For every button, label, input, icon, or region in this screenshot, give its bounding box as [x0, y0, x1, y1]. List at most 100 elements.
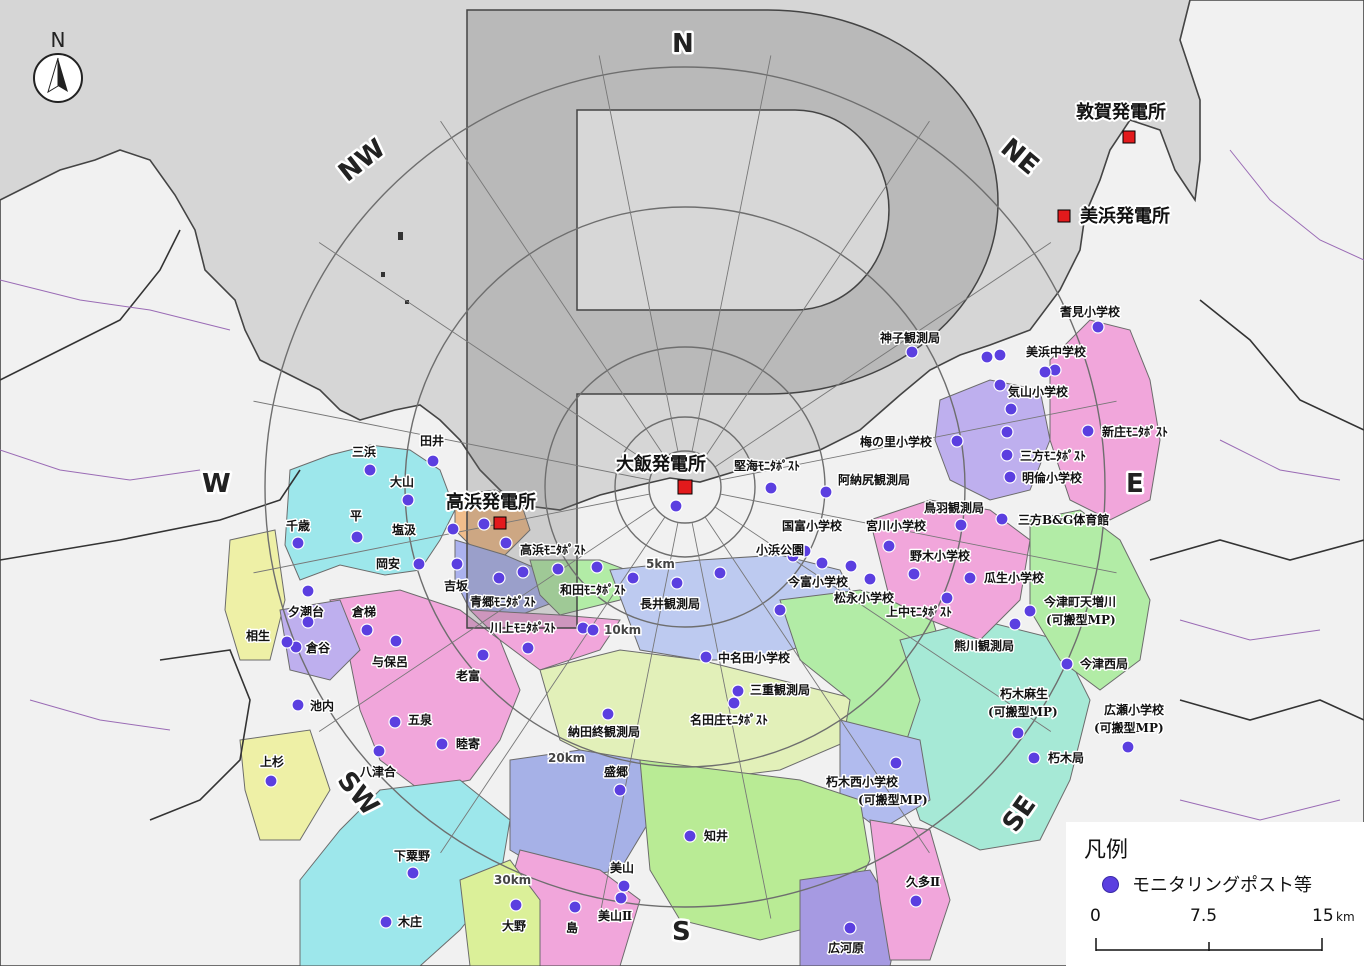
station-dot[interactable] — [372, 744, 386, 758]
station-dot[interactable] — [909, 894, 923, 908]
station-dot[interactable] — [291, 698, 305, 712]
plant-mihama-label: 美浜発電所 — [1080, 205, 1170, 227]
station-dot[interactable] — [613, 783, 627, 797]
station-dot[interactable] — [435, 737, 449, 751]
station-dot[interactable] — [863, 572, 877, 586]
station-label: 夕潮台 — [288, 604, 324, 619]
station-dot[interactable] — [1000, 448, 1014, 462]
station-dot[interactable] — [412, 557, 426, 571]
station-dot[interactable] — [477, 517, 491, 531]
station-dot[interactable] — [568, 900, 582, 914]
station-dot[interactable] — [1003, 470, 1017, 484]
station-dot[interactable] — [590, 560, 604, 574]
station-dot[interactable] — [406, 866, 420, 880]
station-dot[interactable] — [963, 571, 977, 585]
station-label: 与保呂 — [372, 654, 408, 669]
direction-spoke — [704, 516, 930, 854]
station-dot[interactable] — [889, 756, 903, 770]
plant-ohi-marker[interactable] — [677, 479, 693, 495]
plant-mihama-marker[interactable] — [1057, 209, 1071, 223]
station-dot[interactable] — [626, 571, 640, 585]
station-dot[interactable] — [940, 591, 954, 605]
station-dot[interactable] — [995, 512, 1009, 526]
station-dot[interactable] — [586, 623, 600, 637]
station-dot[interactable] — [301, 584, 315, 598]
station-dot[interactable] — [1023, 604, 1037, 618]
station-dot[interactable] — [843, 921, 857, 935]
station-dot[interactable] — [819, 485, 833, 499]
station-dot[interactable] — [617, 879, 631, 893]
station-dot[interactable] — [1060, 657, 1074, 671]
station-dot[interactable] — [907, 567, 921, 581]
station-dot[interactable] — [1081, 424, 1095, 438]
station-dot[interactable] — [844, 559, 858, 573]
station-dot[interactable] — [446, 522, 460, 536]
station-dot[interactable] — [882, 539, 896, 553]
direction-w: W — [202, 469, 231, 499]
station-dot[interactable] — [1091, 320, 1105, 334]
station-dot[interactable] — [350, 530, 364, 544]
plant-takahama-marker[interactable] — [493, 516, 507, 530]
station-dot[interactable] — [731, 684, 745, 698]
station-dot[interactable] — [601, 707, 615, 721]
station-label: 老富 — [456, 668, 480, 683]
station-dot[interactable] — [476, 648, 490, 662]
station-dot[interactable] — [1121, 740, 1135, 754]
station-dot[interactable] — [699, 650, 713, 664]
station-dot[interactable] — [301, 615, 315, 629]
station-dot[interactable] — [670, 576, 684, 590]
direction-spoke — [691, 522, 772, 919]
station-dot[interactable] — [379, 915, 393, 929]
station-dot[interactable] — [264, 774, 278, 788]
plant-takahama-label: 高浜発電所 — [446, 491, 536, 513]
station-dot[interactable] — [401, 493, 415, 507]
station-label: 明倫小学校 — [1022, 470, 1083, 485]
station-dot[interactable] — [1027, 751, 1041, 765]
station-dot[interactable] — [764, 481, 778, 495]
station-dot[interactable] — [516, 565, 530, 579]
station-dot[interactable] — [1011, 726, 1025, 740]
station-dot[interactable] — [492, 571, 506, 585]
station-dot[interactable] — [773, 603, 787, 617]
station-label: 倉梯 — [351, 604, 376, 619]
station-dot[interactable] — [360, 623, 374, 637]
plant-tsuruga-marker[interactable] — [1122, 130, 1136, 144]
station-dot[interactable] — [993, 348, 1007, 362]
station-dot[interactable] — [993, 378, 1007, 392]
station-dot[interactable] — [389, 634, 403, 648]
scale-bar: 0 7.5 15 km — [1084, 906, 1355, 962]
station-dot[interactable] — [713, 566, 727, 580]
station-dot[interactable] — [521, 641, 535, 655]
station-label: 納田終観測局 — [568, 724, 640, 739]
station-dot[interactable] — [905, 345, 919, 359]
station-dot[interactable] — [815, 556, 829, 570]
station-dot[interactable] — [1000, 425, 1014, 439]
station-dot[interactable] — [499, 536, 513, 550]
station-label: 鳥羽観測局 — [924, 500, 984, 515]
station-dot[interactable] — [614, 891, 628, 905]
station-dot[interactable] — [551, 562, 565, 576]
station-dot[interactable] — [426, 454, 440, 468]
station-dot[interactable] — [798, 544, 812, 558]
station-label: 知井 — [703, 828, 728, 843]
station-dot[interactable] — [509, 898, 523, 912]
ring-label-30km: 30km — [494, 873, 531, 887]
station-dot[interactable] — [1004, 402, 1018, 416]
station-dot[interactable] — [1038, 365, 1052, 379]
direction-spoke — [720, 400, 1117, 481]
station-dot[interactable] — [786, 549, 800, 563]
station-dot[interactable] — [363, 463, 377, 477]
station-dot[interactable] — [980, 350, 994, 364]
station-dot[interactable] — [683, 829, 697, 843]
station-dot[interactable] — [291, 536, 305, 550]
station-dot[interactable] — [450, 557, 464, 571]
station-dot[interactable] — [1008, 617, 1022, 631]
station-dot[interactable] — [280, 635, 294, 649]
station-dot[interactable] — [388, 715, 402, 729]
station-dot[interactable] — [950, 434, 964, 448]
station-dot[interactable] — [669, 499, 683, 513]
station-dot[interactable] — [954, 518, 968, 532]
station-dot[interactable] — [727, 696, 741, 710]
